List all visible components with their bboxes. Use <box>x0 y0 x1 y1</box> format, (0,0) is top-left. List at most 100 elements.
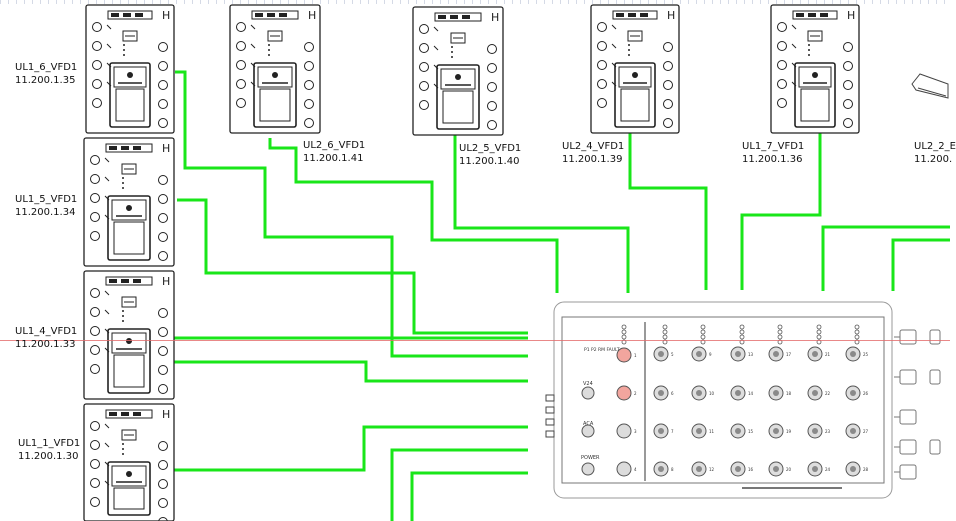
port-number: 26 <box>863 391 869 396</box>
port-number: 22 <box>825 391 831 396</box>
terminal-slot <box>820 13 828 17</box>
bracket-mark: H <box>162 9 170 22</box>
port-connector-center <box>735 390 741 396</box>
terminal-circle <box>90 193 100 203</box>
led-dot <box>268 49 270 51</box>
drive-header <box>440 68 476 90</box>
terminal-slot <box>109 279 117 283</box>
terminal-circle <box>777 79 787 89</box>
pin-mark <box>611 43 617 49</box>
vfd-name: UL1_6_VFD1 <box>15 62 78 73</box>
port-number: 25 <box>863 352 869 357</box>
pin-mark <box>104 157 110 163</box>
status-led <box>621 329 627 335</box>
cable-gland <box>899 329 917 345</box>
terminal-circle <box>843 118 853 128</box>
terminal-circle <box>304 99 314 109</box>
port-connector-center <box>812 351 818 357</box>
port-number: 9 <box>709 352 712 357</box>
terminal-slot <box>111 13 119 17</box>
port-number: 23 <box>825 429 831 434</box>
terminal-circle <box>90 364 100 374</box>
status-led <box>621 334 627 340</box>
keypad <box>121 429 137 441</box>
led-dot <box>808 49 810 51</box>
port-connector-center <box>773 351 779 357</box>
brand-dot <box>455 74 461 80</box>
status-led <box>739 329 745 335</box>
status-led <box>662 324 668 330</box>
terminal-circle <box>236 22 246 32</box>
terminal-slot <box>123 13 131 17</box>
terminal-circle <box>487 44 497 54</box>
port-number: 12 <box>709 467 715 472</box>
bracket-mark: H <box>491 11 499 24</box>
vfd-name: UL1_1_VFD1 <box>18 438 81 449</box>
ground-clamp <box>545 394 555 402</box>
port-connector-center <box>773 390 779 396</box>
keypad <box>122 30 138 42</box>
port-number: 7 <box>671 429 674 434</box>
terminal-circle <box>90 421 100 431</box>
status-led <box>854 334 860 340</box>
terminal-strip <box>107 10 153 20</box>
terminal-circle <box>236 98 246 108</box>
pin-mark <box>250 24 256 30</box>
drive-body <box>107 195 151 261</box>
port-number: 27 <box>863 429 869 434</box>
terminal-circle <box>597 98 607 108</box>
cable-gland <box>899 464 917 480</box>
pin-mark <box>791 43 797 49</box>
terminal-slot <box>133 279 141 283</box>
led-dot <box>122 443 124 445</box>
status-led <box>662 329 668 335</box>
bracket-mark: H <box>667 9 675 22</box>
port-number: 1 <box>634 353 637 358</box>
terminal-circle <box>663 118 673 128</box>
led-dot <box>268 54 270 56</box>
terminal-circle <box>843 42 853 52</box>
terminal-circle <box>777 41 787 51</box>
terminal-slot <box>109 146 117 150</box>
port-number: 4 <box>634 467 637 472</box>
terminal-strip <box>612 10 658 20</box>
port-number: 17 <box>786 352 792 357</box>
cable-gland <box>899 369 917 385</box>
terminal-circle <box>158 251 168 261</box>
vfd-ip: 11.200.1.40 <box>459 156 520 167</box>
terminal-circle <box>304 80 314 90</box>
port-number: 24 <box>825 467 831 472</box>
drive-header <box>618 66 652 88</box>
cable-gland <box>929 369 941 385</box>
vfd-name: UL1_4_VFD1 <box>15 326 78 337</box>
ethernet-switch[interactable]: P1 P2 RM FAULTV24ACAPOWER123456789101112… <box>545 301 893 499</box>
keypad <box>121 296 137 308</box>
drive-window <box>442 90 474 124</box>
drive-window <box>115 88 145 122</box>
terminal-slot <box>133 412 141 416</box>
led-dot <box>123 54 125 56</box>
vfd-module: H <box>412 6 504 136</box>
port-number: 3 <box>634 429 637 434</box>
status-led <box>739 324 745 330</box>
status-led <box>662 334 668 340</box>
keypad <box>450 32 466 44</box>
port-number: 14 <box>748 391 754 396</box>
status-led <box>854 324 860 330</box>
ground-clamp <box>545 430 555 438</box>
vfd-ip: 11.200.1.35 <box>15 75 76 86</box>
led-dot <box>268 44 270 46</box>
bracket-mark: H <box>162 408 170 421</box>
port-connector-center <box>850 428 856 434</box>
drive-header <box>257 66 293 88</box>
terminal-circle <box>158 213 168 223</box>
brand-dot <box>632 72 638 78</box>
terminal-circle <box>597 60 607 70</box>
port-connector-center <box>735 428 741 434</box>
led-dot <box>808 44 810 46</box>
